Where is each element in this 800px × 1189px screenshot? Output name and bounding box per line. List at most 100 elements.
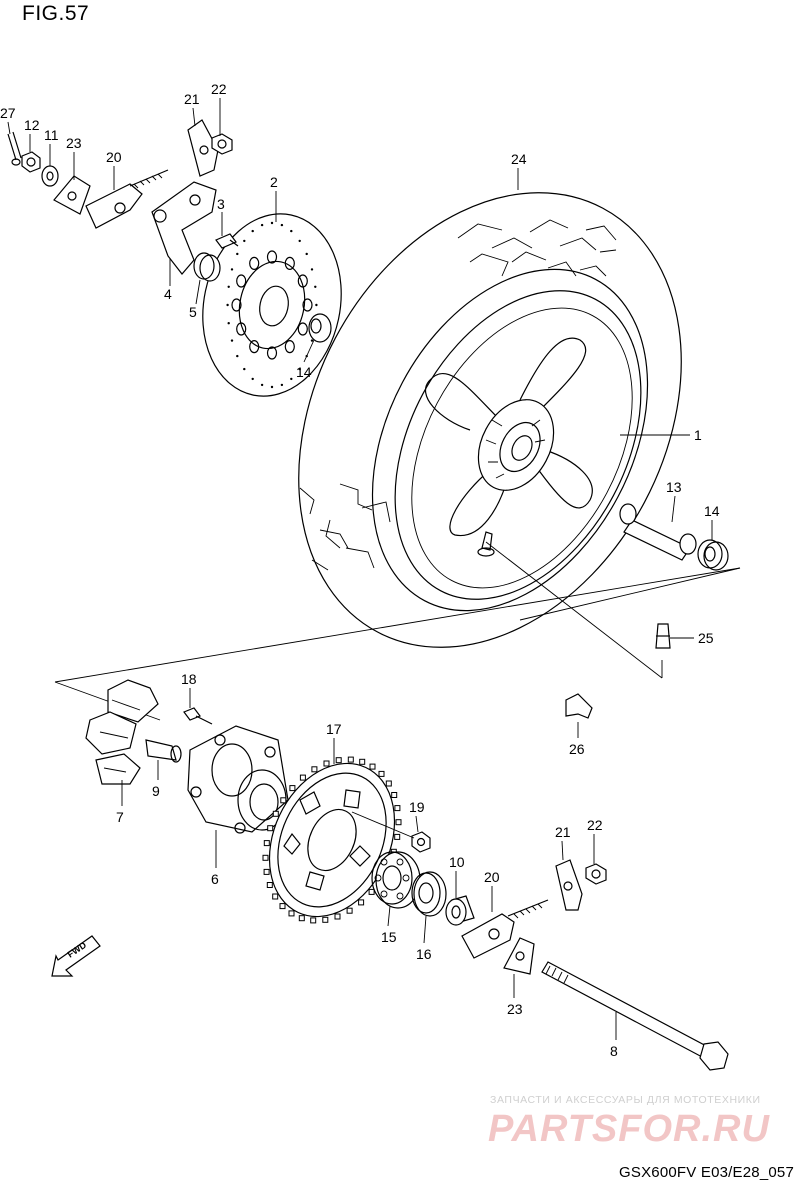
callout-25: 25 (698, 630, 714, 646)
wheel-spacer[interactable] (445, 895, 475, 926)
adjuster-plate-right[interactable] (503, 937, 535, 975)
axle-spacer[interactable] (619, 503, 697, 561)
sprocket-tooth (368, 888, 375, 895)
assembly-guide-lines (54, 541, 741, 721)
sprocket-tooth (358, 899, 365, 906)
sprocket-tooth (323, 760, 330, 767)
callout-23-top: 23 (66, 135, 82, 151)
callout-labels: 27 12 11 23 20 21 22 3 2 4 5 14 24 1 13 … (0, 81, 720, 1059)
adjuster-nut-top[interactable] (211, 133, 233, 155)
chain-adjuster-left[interactable] (85, 169, 169, 229)
callout-4: 4 (164, 286, 172, 302)
figure-title: FIG.57 (22, 2, 90, 25)
sprocket-tooth (369, 763, 376, 770)
tire-valve-stem[interactable] (477, 531, 495, 557)
spacer-collar-right[interactable] (697, 539, 729, 571)
axle-nut[interactable] (21, 151, 41, 173)
disc-vent-dot (243, 239, 246, 243)
sprocket-tooth (385, 780, 392, 787)
disc-vent-dot (315, 303, 318, 307)
cotter-pin[interactable] (7, 131, 22, 166)
disc-hole (284, 340, 295, 354)
disc-vent-dot (236, 252, 239, 256)
rear-axle[interactable] (541, 961, 729, 1071)
sprocket-nut[interactable] (411, 831, 431, 853)
adjuster-plate-left[interactable] (53, 175, 91, 215)
disc-vent-dot (227, 285, 230, 288)
disc-vent-dot (230, 268, 234, 271)
forward-arrow-icon: FWD (51, 935, 101, 977)
callout-19: 19 (409, 799, 425, 815)
sprocket-tooth (378, 770, 385, 777)
sprocket-tooth (298, 915, 305, 922)
disc-vent-dot (230, 339, 234, 342)
callout-5: 5 (189, 304, 197, 320)
sprocket-tooth (279, 903, 286, 910)
callout-20-bottom: 20 (484, 869, 500, 885)
disc-vent-dot (290, 377, 293, 381)
callout-20-top: 20 (106, 149, 122, 165)
callout-11-top: 11 (44, 127, 59, 143)
callout-18: 18 (181, 671, 197, 687)
disc-hole (297, 322, 308, 336)
callout-14-right: 14 (704, 503, 720, 519)
disc-vent-dot (251, 377, 254, 381)
disc-hole (302, 298, 313, 312)
chain-adjuster-right[interactable] (461, 899, 549, 959)
damper-bolt[interactable] (183, 707, 213, 725)
callout-8: 8 (610, 1043, 618, 1059)
adjuster-nut-bottom[interactable] (585, 863, 607, 885)
callout-14-disc: 14 (296, 364, 312, 380)
wheel-rim[interactable] (345, 249, 691, 642)
sprocket-tooth (299, 774, 306, 781)
wheel-bearing[interactable] (371, 851, 421, 909)
sprocket-tooth (311, 766, 318, 773)
sprocket-tooth (262, 854, 269, 861)
damper-stud[interactable] (145, 739, 182, 763)
disc-hole (249, 256, 260, 270)
chain-adjuster-bracket-bottom[interactable] (555, 859, 583, 911)
brake-disc[interactable] (186, 201, 357, 409)
disc-vent-dot (305, 252, 308, 256)
callout-23-bottom: 23 (507, 1001, 523, 1017)
sprocket-tooth (272, 893, 279, 900)
oil-seal[interactable] (411, 871, 447, 917)
sprocket-tooth (346, 907, 353, 914)
sprocket-tooth (391, 792, 398, 798)
sprocket-tooth (280, 797, 287, 804)
callout-1: 1 (694, 427, 702, 443)
bracket-bolt[interactable] (215, 233, 239, 249)
disc-vent-dot (310, 339, 314, 342)
sprocket-carrier[interactable] (187, 725, 289, 834)
disc-vent-dot (298, 367, 301, 371)
sprocket-tooth (394, 833, 401, 840)
disc-vent-dot (270, 221, 274, 225)
caliper-bracket[interactable] (151, 181, 217, 275)
disc-hole (236, 322, 247, 336)
chain-adjuster-bracket-top[interactable] (187, 119, 219, 177)
cush-damper[interactable] (85, 679, 159, 785)
callout-7: 7 (116, 809, 124, 825)
callout-16: 16 (416, 946, 432, 962)
disc-hole (236, 274, 247, 288)
sprocket-tooth (334, 913, 341, 920)
bracket-collar[interactable] (193, 252, 221, 282)
callout-21-bottom: 21 (555, 824, 571, 840)
sprocket-tooth (267, 825, 274, 832)
disc-vent-dot (227, 322, 230, 325)
callout-12-top: 12 (24, 117, 40, 133)
callout-13: 13 (666, 479, 682, 495)
spoke-clip[interactable] (565, 693, 593, 719)
valve-cap[interactable] (655, 623, 671, 649)
sprocket-tooth (359, 758, 366, 765)
disc-spacer-collar[interactable] (308, 313, 332, 343)
callout-9: 9 (152, 783, 160, 799)
tire[interactable] (223, 126, 757, 714)
callout-15: 15 (381, 929, 397, 945)
disc-hole (297, 274, 308, 288)
sprocket-tooth (263, 868, 270, 875)
disc-hole (249, 340, 260, 354)
disc-vent-dot (270, 385, 274, 389)
axle-washer[interactable] (41, 165, 59, 187)
